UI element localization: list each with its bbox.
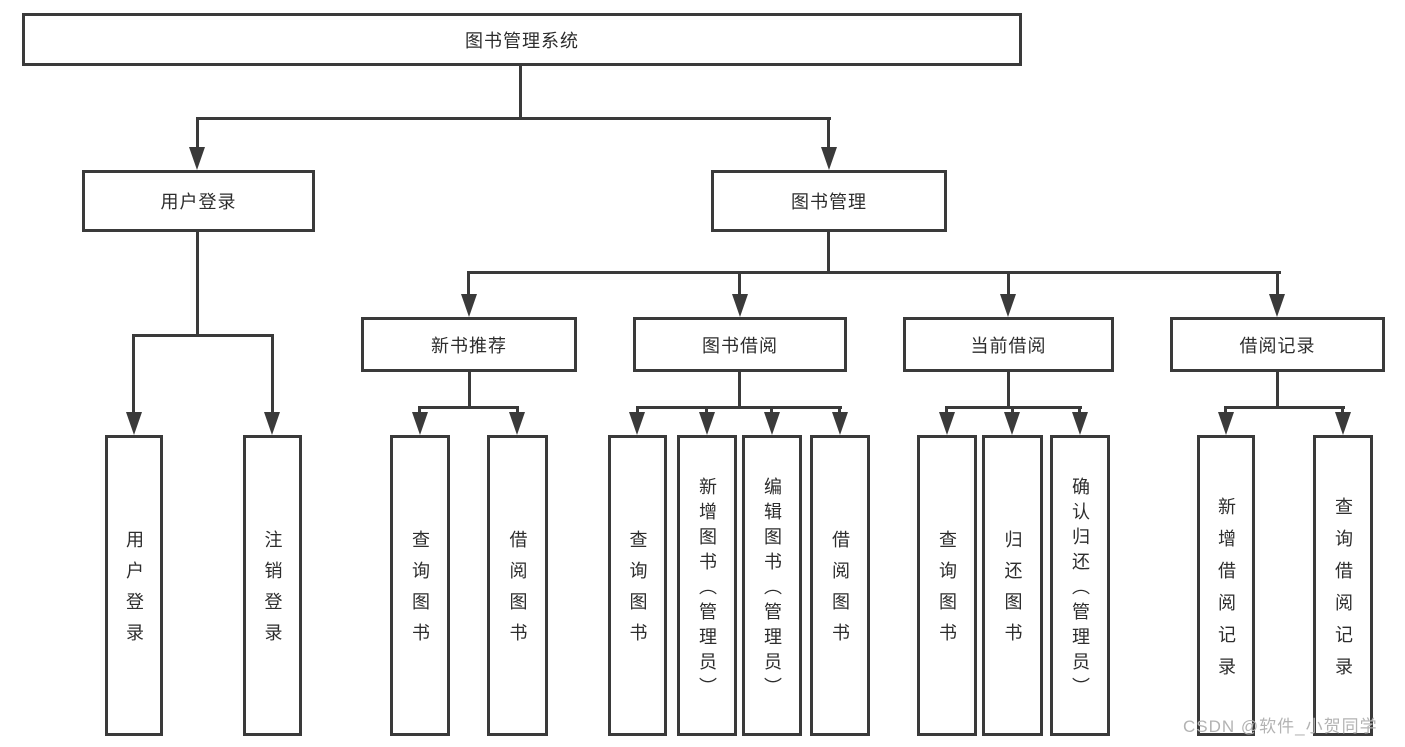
arrowhead-down xyxy=(189,147,205,170)
arrowhead-down xyxy=(1269,294,1285,317)
connector-line xyxy=(271,334,274,414)
leaf-confirm-return-admin: 确认归还（管理员） xyxy=(1050,435,1110,736)
arrowhead-down xyxy=(832,412,848,435)
connector-line xyxy=(1225,406,1345,409)
connector-line xyxy=(636,406,842,409)
connector-line xyxy=(1007,372,1010,409)
arrowhead-down xyxy=(821,147,837,170)
connector-line xyxy=(1276,271,1279,297)
leaf-newbook-query-books: 查询图书 xyxy=(390,435,450,736)
leaf-add-borrow-record-label: 新增借阅记录 xyxy=(1216,496,1236,689)
node-book-management-label: 图书管理 xyxy=(791,192,867,212)
node-new-book-recommend: 新书推荐 xyxy=(361,317,577,372)
arrowhead-down xyxy=(126,412,142,435)
connector-line xyxy=(1341,406,1344,416)
connector-line xyxy=(738,372,741,409)
leaf-current-query-books: 查询图书 xyxy=(917,435,977,736)
arrowhead-down xyxy=(509,412,525,435)
node-book-management: 图书管理 xyxy=(711,170,947,232)
connector-line xyxy=(467,271,1281,274)
leaf-query-borrow-record-label: 查询借阅记录 xyxy=(1333,496,1353,689)
arrowhead-down xyxy=(461,294,477,317)
leaf-add-book-admin-label: 新增图书（管理员） xyxy=(697,476,717,702)
leaf-return-books: 归还图书 xyxy=(982,435,1043,736)
node-book-borrow-label: 图书借阅 xyxy=(702,335,778,356)
leaf-query-borrow-record: 查询借阅记录 xyxy=(1313,435,1373,736)
connector-line xyxy=(705,406,708,416)
arrowhead-down xyxy=(1335,412,1351,435)
leaf-add-book-admin: 新增图书（管理员） xyxy=(677,435,737,736)
connector-line xyxy=(467,271,470,297)
node-book-borrow: 图书借阅 xyxy=(633,317,847,372)
leaf-borrow-borrow-books: 借阅图书 xyxy=(810,435,870,736)
arrowhead-down xyxy=(629,412,645,435)
leaf-add-borrow-record: 新增借阅记录 xyxy=(1197,435,1255,736)
arrowhead-down xyxy=(764,412,780,435)
connector-line xyxy=(838,406,841,416)
leaf-edit-book-admin-label: 编辑图书（管理员） xyxy=(762,476,782,702)
connector-line xyxy=(1011,406,1014,416)
connector-line xyxy=(196,232,199,337)
connector-line xyxy=(827,117,830,150)
arrowhead-down xyxy=(732,294,748,317)
connector-line xyxy=(418,406,519,409)
node-current-borrow-label: 当前借阅 xyxy=(970,335,1047,356)
connector-line xyxy=(946,406,1082,409)
connector-line xyxy=(636,406,639,416)
leaf-newbook-borrow-books-label: 借阅图书 xyxy=(507,530,528,654)
leaf-return-books-label: 归还图书 xyxy=(1002,530,1023,654)
connector-line xyxy=(1276,372,1279,409)
leaf-edit-book-admin: 编辑图书（管理员） xyxy=(742,435,802,736)
connector-line xyxy=(132,334,135,414)
connector-line xyxy=(1007,271,1010,297)
arrowhead-down xyxy=(1072,412,1088,435)
node-root: 图书管理系统 xyxy=(22,13,1022,66)
arrowhead-down xyxy=(264,412,280,435)
connector-line xyxy=(945,406,948,416)
leaf-newbook-borrow-books: 借阅图书 xyxy=(487,435,548,736)
node-borrow-records-label: 借阅记录 xyxy=(1239,335,1316,356)
connector-line xyxy=(468,372,471,409)
arrowhead-down xyxy=(939,412,955,435)
watermark: CSDN @软件_小贺同学 xyxy=(1183,717,1378,736)
node-user-login-label: 用户登录 xyxy=(160,192,237,212)
arrowhead-down xyxy=(1000,294,1016,317)
leaf-logout-label: 注销登录 xyxy=(262,530,283,654)
node-borrow-records: 借阅记录 xyxy=(1170,317,1385,372)
connector-line xyxy=(770,406,773,416)
leaf-current-query-books-label: 查询图书 xyxy=(937,530,957,654)
leaf-borrow-query-books: 查询图书 xyxy=(608,435,667,736)
leaf-borrow-query-books-label: 查询图书 xyxy=(627,530,648,654)
leaf-borrow-borrow-books-label: 借阅图书 xyxy=(830,530,850,654)
leaf-newbook-query-books-label: 查询图书 xyxy=(410,530,430,654)
connector-line xyxy=(196,117,199,150)
arrowhead-down xyxy=(1218,412,1234,435)
node-current-borrow: 当前借阅 xyxy=(903,317,1114,372)
connector-line xyxy=(519,64,522,120)
leaf-confirm-return-admin-label: 确认归还（管理员） xyxy=(1070,476,1090,702)
arrowhead-down xyxy=(412,412,428,435)
arrowhead-down xyxy=(699,412,715,435)
leaf-user-login-label: 用户登录 xyxy=(124,530,144,654)
connector-line xyxy=(516,406,519,416)
node-new-book-recommend-label: 新书推荐 xyxy=(431,335,507,356)
connector-line xyxy=(738,271,741,297)
node-user-login: 用户登录 xyxy=(82,170,315,232)
leaf-logout: 注销登录 xyxy=(243,435,302,736)
connector-line xyxy=(196,117,831,120)
connector-line xyxy=(132,334,273,337)
connector-line xyxy=(418,406,421,416)
arrowhead-down xyxy=(1004,412,1020,435)
connector-line xyxy=(1078,406,1081,416)
node-root-label: 图书管理系统 xyxy=(465,30,579,51)
leaf-user-login: 用户登录 xyxy=(105,435,163,736)
connector-line xyxy=(1224,406,1227,416)
connector-line xyxy=(827,232,830,274)
